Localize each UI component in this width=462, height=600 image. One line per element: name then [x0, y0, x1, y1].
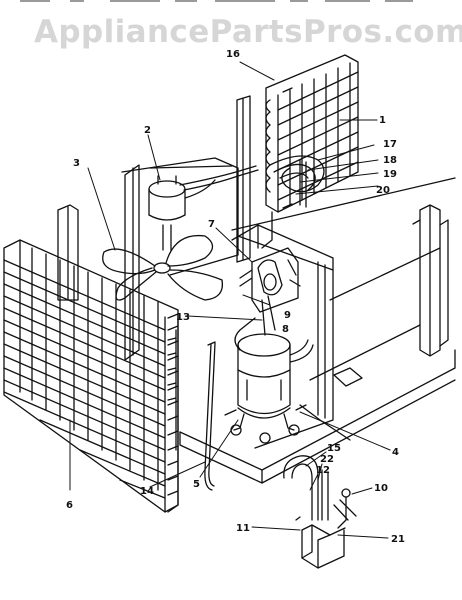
loose-hardware: [283, 455, 357, 569]
leader-lines: [69, 61, 391, 539]
callout-3: 3: [73, 158, 80, 169]
callout-9: 9: [284, 310, 291, 321]
fan-motor: [148, 175, 216, 251]
callout-1: 1: [379, 115, 386, 126]
callout-labels: 16 1 17 18 19 20 2 3 7 9 8 13 4 5 6 14 1…: [66, 49, 405, 545]
callout-18: 18: [383, 155, 397, 166]
callout-13: 13: [176, 312, 190, 323]
fan-blade: [102, 234, 224, 301]
watermark: AppliancePartsPros.com: [34, 14, 462, 50]
callout-10: 10: [374, 483, 388, 494]
evaporator-coil: [265, 54, 359, 213]
fan-shroud: [121, 157, 334, 451]
callout-17: 17: [383, 139, 397, 150]
callout-21: 21: [391, 534, 405, 545]
callout-4: 4: [392, 447, 399, 458]
callout-16: 16: [226, 49, 240, 60]
callout-8: 8: [282, 324, 289, 335]
callout-19: 19: [383, 169, 397, 180]
callout-5: 5: [193, 479, 200, 490]
capacitor-overload-assembly: [239, 247, 301, 336]
callout-2: 2: [144, 125, 151, 136]
callout-12: 12: [316, 465, 330, 476]
callout-6: 6: [66, 500, 73, 511]
top-cropped-text-strip: [0, 0, 462, 6]
base-pan: [179, 247, 456, 484]
condenser-coil: [3, 239, 179, 513]
compressor: [230, 317, 314, 444]
callout-22: 22: [320, 454, 334, 465]
callout-7: 7: [208, 219, 215, 230]
callout-14: 14: [140, 486, 154, 497]
cabinet-frame: [57, 95, 456, 361]
callout-11: 11: [236, 523, 250, 534]
callout-20: 20: [376, 185, 390, 196]
callout-15: 15: [327, 443, 341, 454]
cap-tube-assembly: [179, 155, 325, 249]
